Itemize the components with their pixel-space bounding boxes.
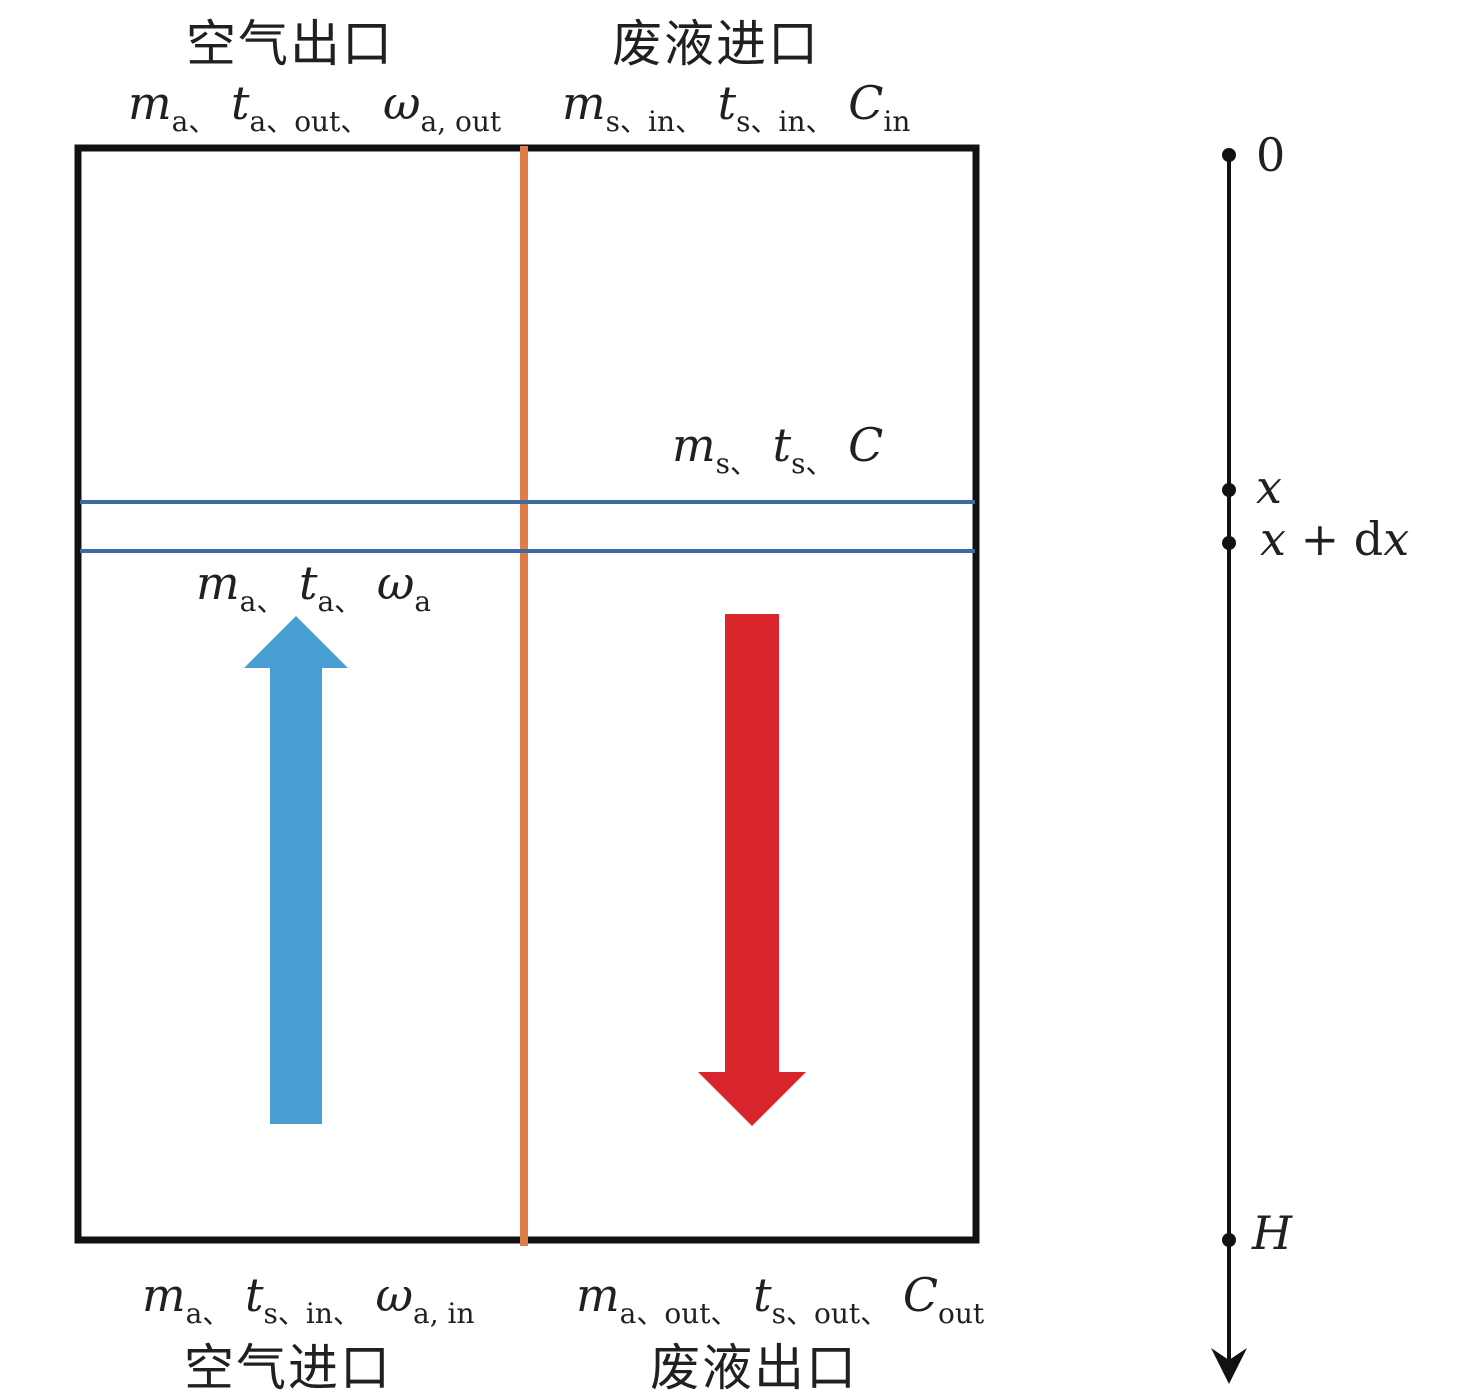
axis-label-H: H: [1252, 1206, 1293, 1260]
air-slice-variables: ma、 ta、 ωa: [196, 556, 432, 618]
axis-label-x: x: [1256, 460, 1282, 514]
axis-label-x-plus-dx: x + dx: [1260, 512, 1410, 566]
liquid-flow-arrow: [698, 614, 806, 1126]
height-axis-arrowhead: [1211, 1348, 1247, 1384]
waste-inlet-heading: 废液进口: [612, 15, 820, 73]
waste-outlet-heading: 废液出口: [650, 1339, 858, 1397]
air-inlet-variables: ma、 ts、in、 ωa, in: [142, 1268, 475, 1330]
air-outlet-heading: 空气出口: [186, 15, 394, 73]
liquid-slice-variables: ms、 ts、 C: [672, 418, 884, 480]
air-outlet-variables: ma、 ta、out、 ωa, out: [128, 76, 502, 138]
axis-label-zero: 0: [1256, 128, 1286, 182]
air-inlet-heading: 空气进口: [184, 1339, 392, 1397]
axis-tick-x-dx: [1222, 536, 1236, 550]
axis-tick-0: [1222, 148, 1236, 162]
axis-tick-H: [1222, 1233, 1236, 1247]
air-flow-arrow: [244, 616, 348, 1124]
axis-tick-x: [1222, 483, 1236, 497]
waste-outlet-variables: ma、out、 ts、out、 Cout: [576, 1268, 985, 1330]
waste-inlet-variables: ms、in、 ts、in、 Cin: [562, 76, 911, 138]
